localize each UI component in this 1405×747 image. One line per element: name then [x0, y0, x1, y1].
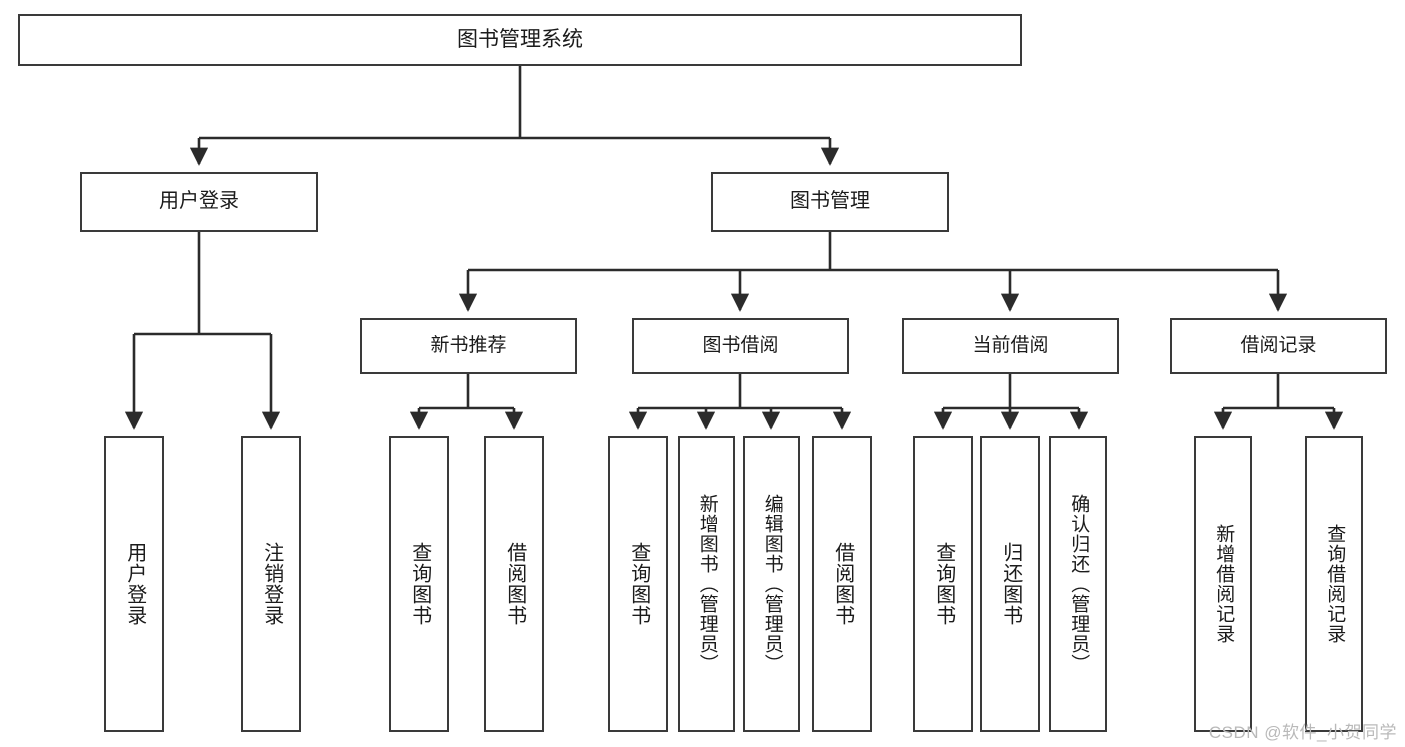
node-borrow-record[interactable]: 借阅记录	[1170, 318, 1387, 374]
leaf-logout-login[interactable]: 注销登录	[241, 436, 301, 732]
node-label: 当前借阅	[972, 334, 1049, 356]
node-label: 用户登录	[159, 190, 239, 213]
node-label: 查询图书	[408, 542, 431, 626]
node-label: 归还图书	[999, 542, 1022, 626]
node-label: 借阅记录	[1240, 334, 1317, 356]
node-book-borrow[interactable]: 图书借阅	[632, 318, 849, 374]
leaf-borrow-book-recommend[interactable]: 借阅图书	[484, 436, 544, 732]
node-book-management[interactable]: 图书管理	[711, 172, 949, 232]
node-label: 图书管理	[790, 190, 870, 213]
node-label: 新增图书（管理员）	[696, 494, 718, 674]
leaf-edit-book-admin[interactable]: 编辑图书（管理员）	[743, 436, 800, 732]
csdn-watermark: CSDN @软件_小贺同学	[1208, 723, 1397, 742]
node-new-book-recommend[interactable]: 新书推荐	[360, 318, 577, 374]
leaf-query-book-recommend[interactable]: 查询图书	[389, 436, 449, 732]
leaf-confirm-return-admin[interactable]: 确认归还（管理员）	[1049, 436, 1107, 732]
node-root-system[interactable]: 图书管理系统	[18, 14, 1022, 66]
node-current-borrow[interactable]: 当前借阅	[902, 318, 1119, 374]
node-label: 图书借阅	[702, 334, 779, 356]
leaf-query-book-borrow[interactable]: 查询图书	[608, 436, 668, 732]
leaf-return-book[interactable]: 归还图书	[980, 436, 1040, 732]
node-label: 新增借阅记录	[1213, 524, 1235, 644]
node-label: 查询图书	[932, 542, 955, 626]
leaf-borrow-book[interactable]: 借阅图书	[812, 436, 872, 732]
node-label: 图书管理系统	[457, 27, 583, 51]
node-label: 确认归还（管理员）	[1068, 494, 1090, 674]
node-label: 编辑图书（管理员）	[761, 494, 783, 674]
leaf-add-book-admin[interactable]: 新增图书（管理员）	[678, 436, 735, 732]
leaf-query-borrow-record[interactable]: 查询借阅记录	[1305, 436, 1363, 732]
node-label: 用户登录	[123, 542, 146, 626]
leaf-user-login[interactable]: 用户登录	[104, 436, 164, 732]
node-label: 查询借阅记录	[1324, 524, 1346, 644]
node-label: 借阅图书	[503, 542, 526, 626]
node-label: 新书推荐	[430, 334, 507, 356]
leaf-query-book-current[interactable]: 查询图书	[913, 436, 973, 732]
node-user-login[interactable]: 用户登录	[80, 172, 318, 232]
node-label: 借阅图书	[831, 542, 854, 626]
node-label: 注销登录	[260, 542, 283, 626]
node-label: 查询图书	[627, 542, 650, 626]
leaf-add-borrow-record[interactable]: 新增借阅记录	[1194, 436, 1252, 732]
